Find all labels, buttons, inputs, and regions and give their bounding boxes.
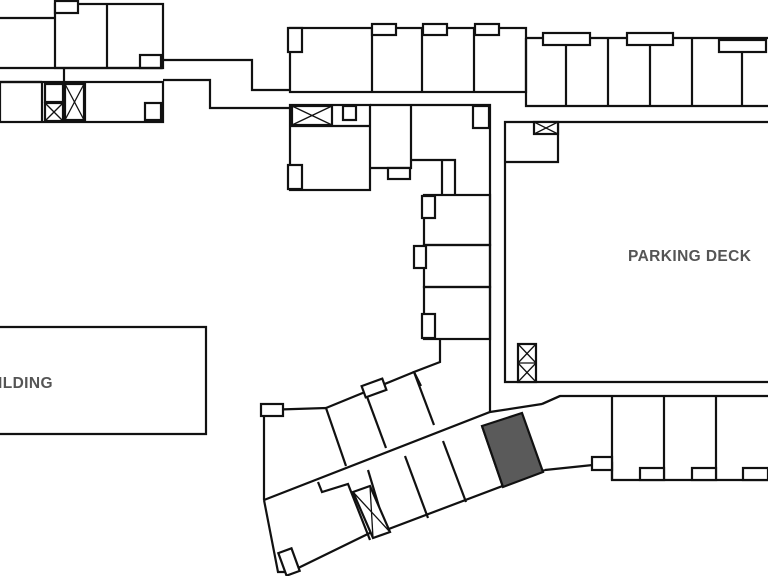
top-left-wing [0,0,165,124]
building-label: ILDING [0,375,53,392]
left-building [0,325,208,436]
suite-top-left-b[interactable] [0,80,165,124]
column-marker [473,22,501,37]
column-marker [259,402,285,418]
connector-corridor [163,58,290,110]
column-marker [143,101,163,122]
column-marker [590,455,614,472]
lower-right-wing [541,394,768,482]
column-marker [421,22,449,37]
diagonal-wing [259,370,561,576]
column-marker [360,377,388,399]
column-marker [43,82,65,104]
column-marker [138,53,163,70]
column-marker [690,466,718,482]
suite-central-c[interactable] [422,243,492,289]
column-marker [412,244,428,270]
column-marker [286,163,304,191]
parking-deck [503,120,768,384]
column-marker [638,466,666,482]
column-marker [341,104,358,122]
column-marker [386,166,412,181]
top-center-building [286,22,768,108]
column-marker [541,31,592,47]
column-marker [625,31,675,47]
column-marker [717,38,768,54]
column-marker [286,26,304,54]
column-marker [471,104,491,130]
column-marker [741,466,768,482]
central-cluster [286,103,492,412]
column-marker [53,0,80,15]
top-center-suites[interactable] [288,26,528,94]
parking-deck-label: PARKING DECK [628,248,752,265]
column-marker [420,194,437,220]
column-marker [420,312,437,340]
highlighted-unit[interactable] [480,411,545,489]
column-marker [276,546,302,576]
column-marker [370,22,398,37]
